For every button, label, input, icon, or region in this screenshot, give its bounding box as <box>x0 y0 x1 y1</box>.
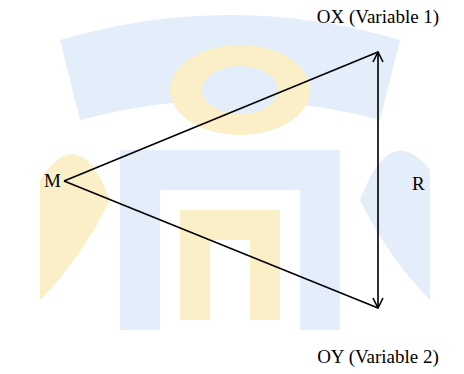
variable-label: OY (Variable 2) <box>311 308 445 368</box>
variable-label: OX (Variable 1) <box>311 6 445 52</box>
sample-label: M <box>44 170 64 192</box>
connector-line <box>64 52 378 181</box>
watermark-logo <box>40 15 430 330</box>
node-text: OX (Variable 1) <box>317 6 439 28</box>
node-text: M <box>44 170 61 192</box>
relation-label: R <box>410 173 427 195</box>
node-text: OY (Variable 2) <box>317 346 439 368</box>
connector-line <box>64 181 378 308</box>
connector-line <box>377 52 379 308</box>
